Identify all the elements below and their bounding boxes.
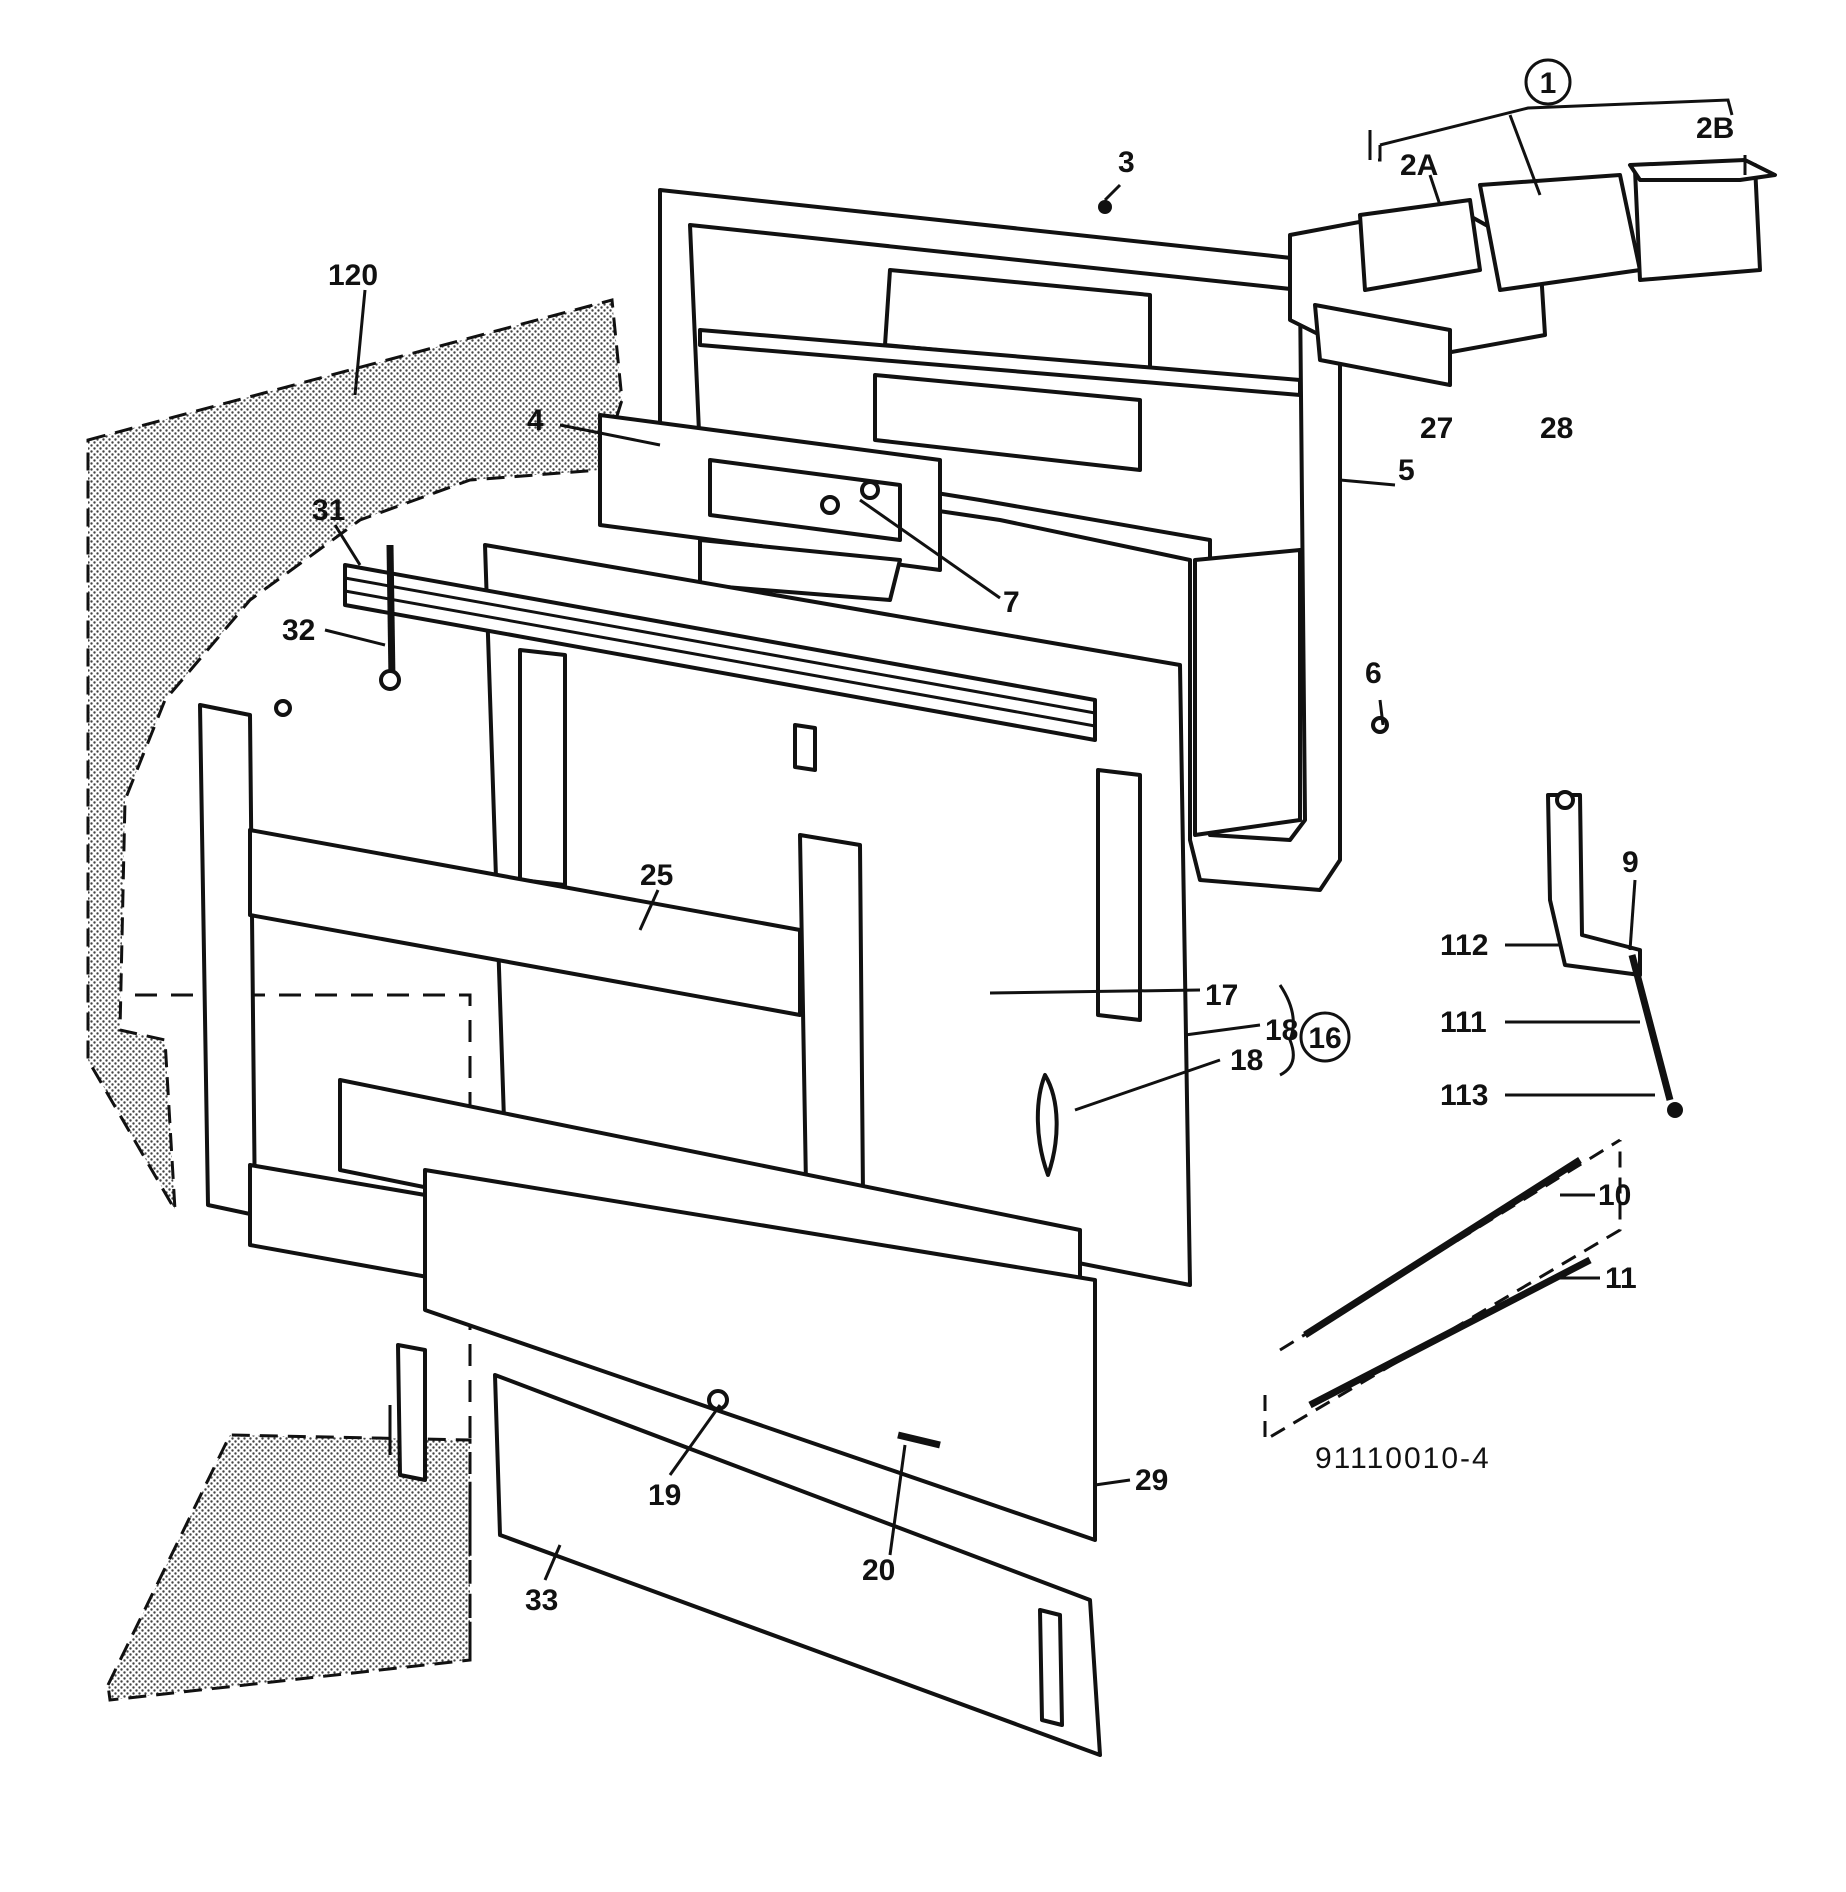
callout-25: 25 [640,859,673,892]
callout-1: 1 [1540,67,1557,100]
callout-2a: 2A [1400,149,1438,182]
callout-17: 17 [1205,979,1238,1012]
callout-28: 28 [1540,412,1573,445]
callout-18-upper: 18 [1265,1014,1298,1047]
callout-33: 33 [525,1584,558,1617]
callout-2b: 2B [1696,112,1734,145]
callout-19: 19 [648,1479,681,1512]
small-hardware [274,200,1389,1449]
callout-9: 9 [1622,846,1639,879]
drawing-number: 91110010-4 [1315,1442,1491,1475]
rod-11 [1263,1140,1622,1443]
callout-113: 113 [1440,1079,1488,1112]
callout-3: 3 [1118,146,1135,179]
callout-120: 120 [328,259,378,292]
callout-31: 31 [312,494,345,527]
callout-18-lower: 18 [1230,1044,1263,1077]
callout-111: 111 [1440,1006,1487,1039]
hinge-arm-112 [1546,790,1683,1118]
callout-29: 29 [1135,1464,1168,1497]
callout-11: 11 [1605,1262,1637,1295]
callout-20: 20 [862,1554,895,1587]
callout-1-circle [1524,58,1572,106]
callout-10: 10 [1598,1179,1631,1212]
callout-6: 6 [1365,657,1382,690]
cabinet-panel-120 [86,298,624,1702]
lower-panel-29 [423,1168,1097,1542]
callout-16: 16 [1308,1022,1341,1055]
callout-4: 4 [527,404,544,437]
callout-27: 27 [1420,412,1453,445]
callout-7: 7 [1003,586,1020,619]
callout-112: 112 [1440,929,1488,962]
kick-plate-33 [396,1343,1102,1757]
hinge-pocket-assembly-1 [1288,158,1777,387]
spring-10 [1279,1138,1621,1352]
callout-labels: 1 2A 2B 3 4 5 6 7 9 10 11 16 17 18 18 19… [282,58,1734,1617]
leader-lines [324,98,1747,1581]
handle-strip-31 [343,563,1097,742]
callout-5: 5 [1398,454,1415,487]
bracket-plate-4 [598,413,942,602]
callout-32: 32 [282,614,315,647]
callout-16-circle [1299,1011,1351,1063]
